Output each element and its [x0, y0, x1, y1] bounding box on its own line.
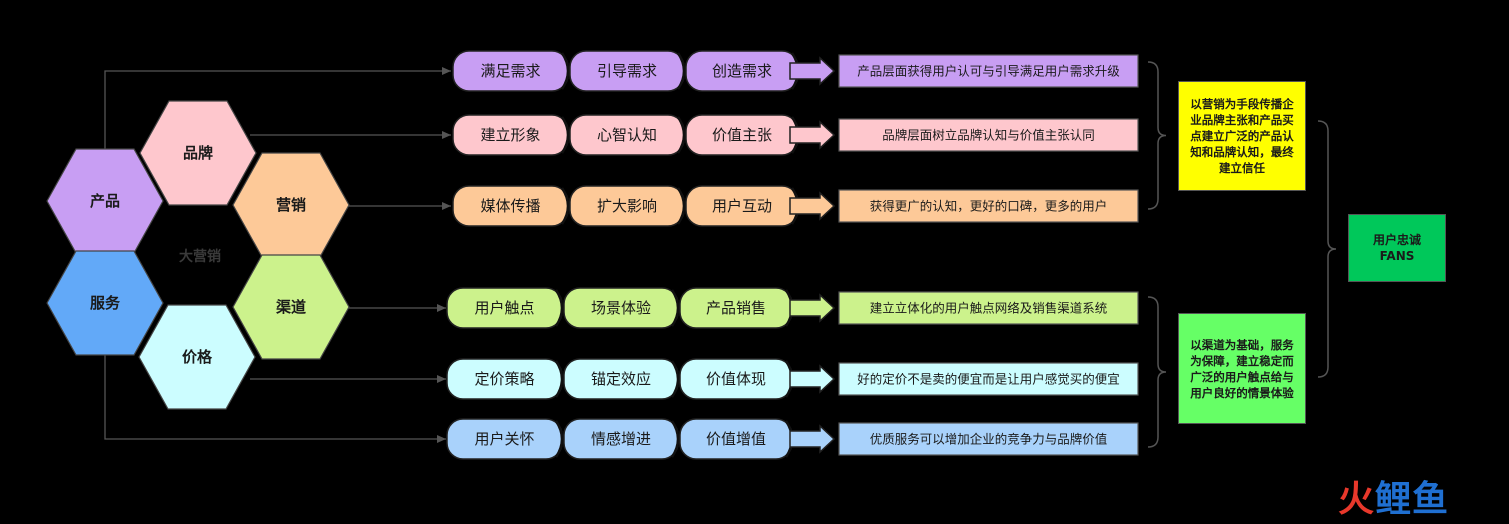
- pill-notch-5-1: [554, 360, 564, 398]
- center-label: 大营销: [179, 248, 221, 265]
- block-arrow-1: [789, 56, 836, 86]
- step-label-4-2: 场景体验: [591, 299, 651, 317]
- step-label-2-3: 价值主张: [712, 126, 772, 144]
- summary-text-bottom: 以渠道为基础，服务为保障，建立稳定而广泛的用户触点给与用户良好的情景体验: [1190, 337, 1294, 400]
- block-arrow-2: [789, 120, 836, 150]
- step-label-2-2: 心智认知: [597, 126, 657, 144]
- step-label-4-1: 用户触点: [474, 299, 534, 317]
- block-arrow-4: [789, 293, 836, 323]
- hexagon-label-service: 服务: [90, 294, 121, 312]
- result-box-6: [838, 422, 1139, 456]
- hexagon-service: 服务: [46, 250, 164, 356]
- result-box-3: [838, 189, 1139, 223]
- summary-box-top: 以营销为手段传播企业品牌主张和产品买点建立广泛的产品认知和品牌认知，最终建立信任: [1178, 81, 1306, 191]
- connector-lines: [104, 67, 451, 443]
- hexagon-shape-channel: [232, 254, 350, 360]
- pill-notch-2-2: [676, 116, 686, 154]
- step-label-1-1: 满足需求: [480, 62, 540, 80]
- flow-row-5: 定价策略 锚定效应 价值体现 好的定价不是卖的便宜而是让用户感觉买的便宜: [446, 358, 1139, 400]
- pill-notch-2-1: [560, 116, 570, 154]
- result-box-4: [838, 291, 1139, 325]
- hexagon-shape-brand: [139, 100, 257, 206]
- step-label-3-3: 用户互动: [712, 197, 772, 215]
- pill-notch-1-1: [560, 52, 570, 90]
- brace-summary-group: [1317, 120, 1337, 378]
- user-loyalty-label: 用户忠诚: [1372, 233, 1421, 247]
- result-box-2: [838, 118, 1139, 152]
- block-arrow-5: [789, 364, 836, 394]
- block-arrow-3: [789, 191, 836, 221]
- result-text-4: 建立立体化的用户触点网络及销售渠道系统: [870, 301, 1108, 316]
- pill-notch-3-2: [676, 187, 686, 225]
- watermark-char-2: 鲤: [1375, 479, 1413, 520]
- user-loyalty-box: 用户忠诚 FANS: [1348, 214, 1446, 282]
- watermark-char-1: 火: [1338, 479, 1376, 520]
- hexagon-shape-price: [138, 304, 256, 410]
- hexagon-product: 产品: [46, 148, 164, 254]
- hexagon-label-brand: 品牌: [183, 144, 213, 162]
- step-label-3-1: 媒体传播: [480, 197, 540, 215]
- flow-row-3: 媒体传播 扩大影响 用户互动 获得更广的认知，更好的口碑，更多的用户: [452, 185, 1139, 227]
- step-label-5-2: 锚定效应: [591, 370, 651, 388]
- step-label-5-3: 价值体现: [706, 370, 766, 388]
- pill-notch-6-2: [670, 420, 680, 458]
- result-text-1: 产品层面获得用户认可与引导满足用户需求升级: [857, 64, 1120, 79]
- pill-notch-6-1: [554, 420, 564, 458]
- result-box-5: [838, 362, 1139, 396]
- summary-text-top: 以营销为手段传播企业品牌主张和产品买点建立广泛的产品认知和品牌认知，最终建立信任: [1190, 97, 1294, 175]
- connector-6: [104, 355, 446, 443]
- hexagon-label-price: 价格: [182, 348, 213, 366]
- hexagon-marketing: 营销: [232, 152, 350, 258]
- step-label-2-1: 建立形象: [480, 126, 540, 144]
- summary-box-bottom: 以渠道为基础，服务为保障，建立稳定而广泛的用户触点给与用户良好的情景体验: [1178, 313, 1306, 424]
- result-text-2: 品牌层面树立品牌认知与价值主张认同: [882, 128, 1095, 143]
- connector-1: [104, 67, 451, 150]
- step-label-1-2: 引导需求: [597, 62, 657, 80]
- step-label-6-1: 用户关怀: [474, 430, 534, 448]
- hexagon-channel: 渠道: [232, 254, 350, 360]
- step-label-4-3: 产品销售: [706, 299, 766, 317]
- step-label-5-1: 定价策略: [474, 370, 534, 388]
- hexagon-brand: 品牌: [139, 100, 257, 206]
- hexagon-shape-service: [46, 250, 164, 356]
- watermark-char-3: 鱼: [1412, 479, 1450, 520]
- pill-notch-5-2: [670, 360, 680, 398]
- step-label-1-3: 创造需求: [712, 62, 772, 80]
- braces: [1147, 61, 1337, 448]
- flow-row-4: 用户触点 场景体验 产品销售 建立立体化的用户触点网络及销售渠道系统: [446, 287, 1139, 329]
- flow-row-2: 建立形象 心智认知 价值主张 品牌层面树立品牌认知与价值主张认同: [452, 114, 1139, 156]
- block-arrow-6: [789, 424, 836, 454]
- hexagon-label-product: 产品: [90, 192, 120, 210]
- step-label-3-2: 扩大影响: [597, 197, 657, 215]
- result-text-6: 优质服务可以增加企业的竞争力与品牌价值: [870, 432, 1108, 447]
- step-label-6-2: 情感增进: [591, 430, 651, 448]
- fans-label: FANS: [1379, 249, 1415, 263]
- hexagon-label-channel: 渠道: [276, 298, 306, 316]
- pill-notch-1-2: [676, 52, 686, 90]
- result-text-5: 好的定价不是卖的便宜而是让用户感觉买的便宜: [857, 372, 1120, 387]
- brand-watermark: 火鲤鱼: [1338, 478, 1498, 522]
- result-box-1: [838, 54, 1139, 88]
- result-text-3: 获得更广的认知，更好的口碑，更多的用户: [870, 199, 1108, 214]
- pill-notch-4-2: [670, 289, 680, 327]
- flow-row-6: 用户关怀 情感增进 价值增值 优质服务可以增加企业的竞争力与品牌价值: [446, 418, 1139, 460]
- flow-row-1: 满足需求 引导需求 创造需求 产品层面获得用户认可与引导满足用户需求升级: [452, 50, 1139, 92]
- step-label-6-3: 价值增值: [706, 430, 766, 448]
- pill-notch-3-1: [560, 187, 570, 225]
- brace-top-group: [1147, 61, 1167, 210]
- hexagon-price: 价格: [138, 304, 256, 410]
- brace-bottom-group: [1147, 296, 1167, 448]
- pill-notch-4-1: [554, 289, 564, 327]
- hexagon-label-marketing: 营销: [276, 196, 306, 214]
